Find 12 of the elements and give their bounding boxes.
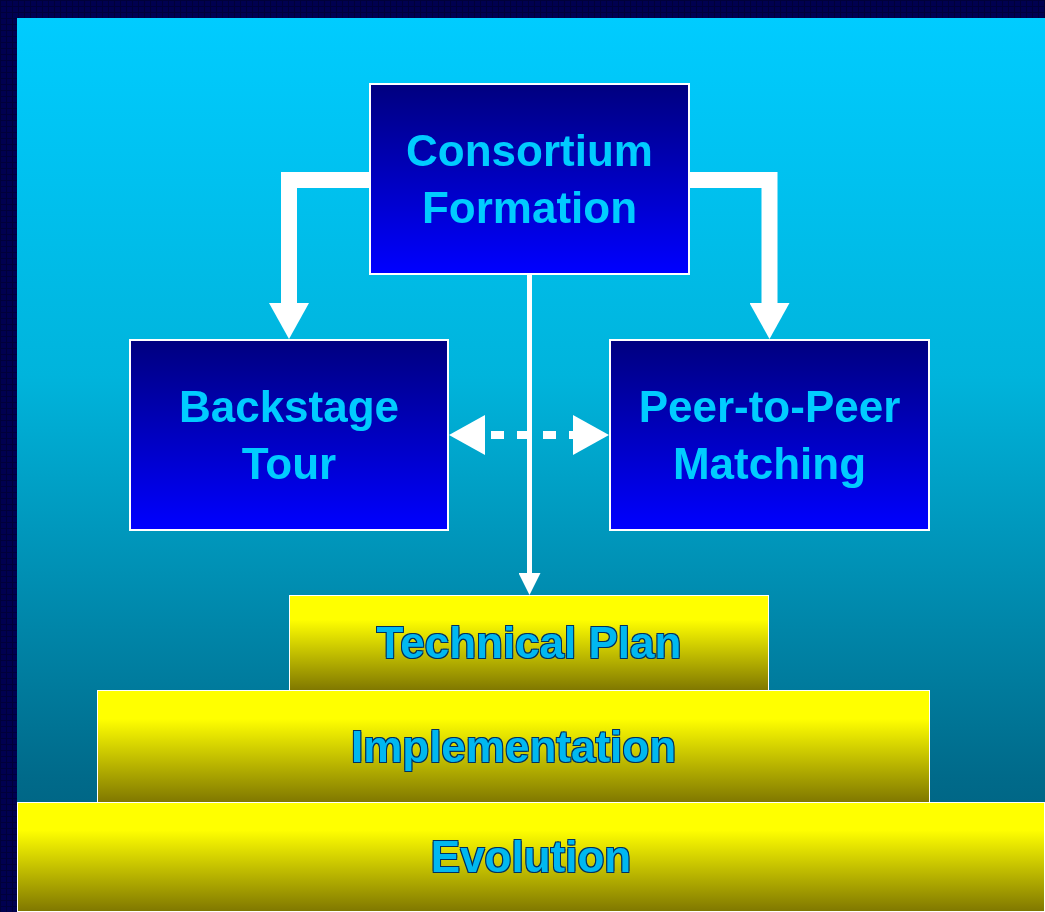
node-label: Technical Plan (376, 617, 682, 670)
node-label: Peer-to-Peer Matching (637, 380, 902, 490)
node-label: Implementation (350, 720, 677, 773)
pyramid-tier (97, 690, 930, 803)
pyramid-tier (289, 595, 769, 691)
node-label: Consortium Formation (405, 124, 654, 234)
process-box (369, 83, 690, 275)
process-box (129, 339, 449, 531)
pyramid-tier (17, 802, 1045, 912)
node-label: Backstage Tour (177, 380, 401, 490)
node-label: Evolution (430, 831, 632, 884)
process-box (609, 339, 930, 531)
